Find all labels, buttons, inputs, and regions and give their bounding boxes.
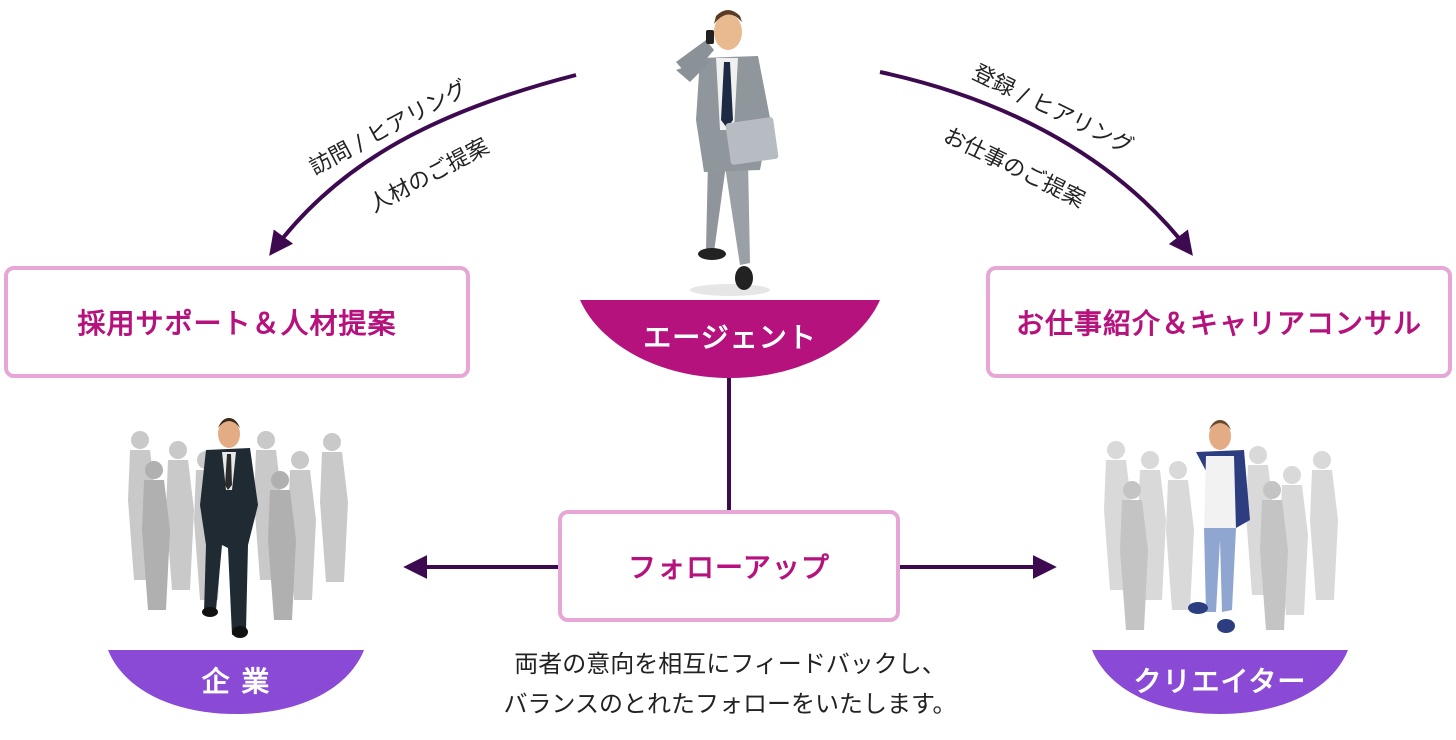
agent-person-icon [676,10,779,296]
followup-label: フォローアップ [628,551,830,584]
caption-line-2: バランスのとれたフォローをいたします。 [503,690,957,718]
creator-bowl-shape [1092,650,1348,714]
agent-label: エージェント [643,321,817,354]
company-label: 企 業 [201,665,271,698]
agent-label-area: エージェント [580,300,880,378]
agent-bowl-shape [580,300,880,378]
company-bowl-shape [108,650,364,714]
followup-box: フォローアップ [558,510,900,622]
businessman-group-icon [128,418,348,638]
arrow-agent-to-company [269,73,577,256]
creator-label-area: クリエイター [1092,650,1348,714]
creator-label: クリエイター [1133,665,1307,698]
recruit-support-box: 採用サポート＆人材提案 [4,266,470,378]
job-intro-label: お仕事紹介＆キャリアコンサル [1015,307,1422,340]
company-label-area: 企 業 [108,650,364,714]
arrow-agent-to-creator [879,70,1193,256]
job-intro-box: お仕事紹介＆キャリアコンサル [986,266,1452,378]
recruit-support-label: 採用サポート＆人材提案 [77,307,397,340]
caption-line-1: 両者の意向を相互にフィードバックし、 [514,650,946,678]
creator-group-icon [1104,420,1338,633]
caption: 両者の意向を相互にフィードバックし、 バランスのとれたフォローをいたします。 [430,644,1030,724]
